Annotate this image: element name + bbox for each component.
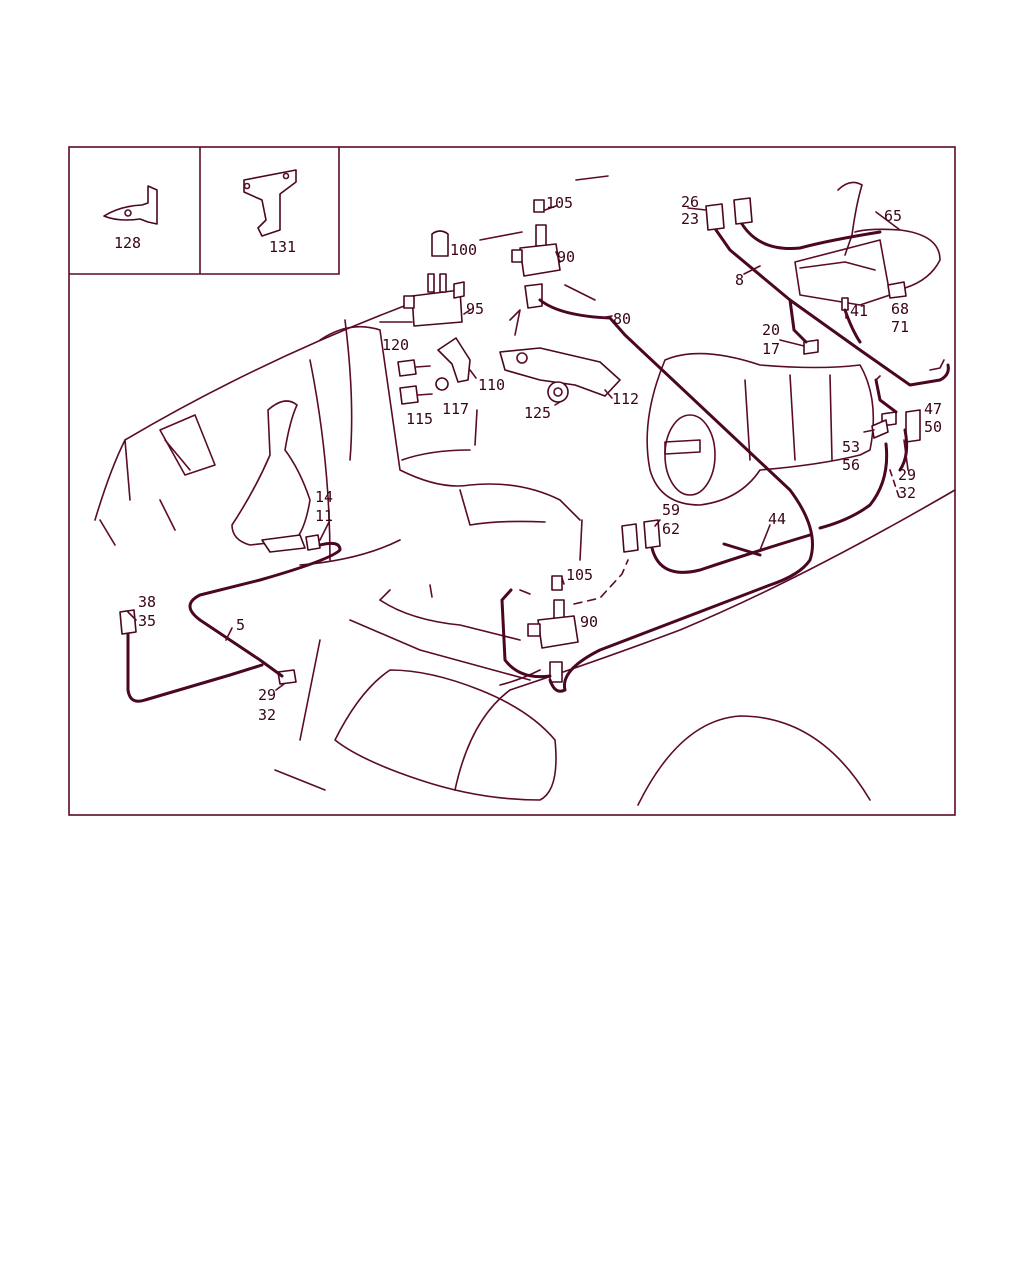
solenoid-valve-upper [511,199,561,309]
label-11: 11 [315,507,333,525]
gear-selector-housing [794,181,941,306]
label-105-lower: 105 [566,566,593,584]
diagram-frame [68,146,956,816]
label-14: 14 [315,488,333,506]
connector-41 [841,297,849,311]
part-labels: 128 131 105 100 90 95 26 23 65 8 80 120 … [114,193,942,724]
label-131: 131 [269,238,296,256]
label-62: 62 [662,520,680,538]
label-125: 125 [524,404,551,422]
leader-lines [127,175,909,691]
connector-29-32-left [277,669,297,685]
label-41: 41 [850,302,868,320]
connector-20-17 [803,339,819,355]
connector-26-23 [705,197,753,231]
wiring-harness [126,222,950,703]
transmission-assembly [646,352,875,506]
label-117: 117 [442,400,469,418]
label-80: 80 [613,310,631,328]
nut-125 [547,381,569,403]
bracket-110 [437,337,471,383]
label-65: 65 [884,207,902,225]
label-23: 23 [681,210,699,228]
label-44: 44 [768,510,786,528]
label-47: 47 [924,400,942,418]
label-120: 120 [382,336,409,354]
label-105-upper: 105 [546,194,573,212]
selector-lever-left [231,400,321,553]
valve-block-95 [403,273,465,327]
label-29-right: 29 [898,466,916,484]
bolt-120 [397,359,431,377]
connector-59-62 [621,519,661,553]
connector-38-35 [119,609,137,635]
label-32-left: 32 [258,706,276,724]
label-50: 50 [924,418,942,436]
label-5: 5 [236,616,245,634]
label-59: 59 [662,501,680,519]
label-35: 35 [138,612,156,630]
label-68: 68 [891,300,909,318]
label-115: 115 [406,410,433,428]
label-17: 17 [762,340,780,358]
label-90-upper: 90 [557,248,575,266]
label-53: 53 [842,438,860,456]
vehicle-body-outline [94,299,956,806]
label-20: 20 [762,321,780,339]
bracket-112 [499,347,621,397]
label-32-right: 32 [898,484,916,502]
label-38: 38 [138,593,156,611]
label-90-lower: 90 [580,613,598,631]
washer-117 [435,377,449,391]
label-95: 95 [466,300,484,318]
sensor-53-56 [871,419,889,439]
solenoid-valve-lower [527,575,579,683]
label-71: 71 [891,318,909,336]
pressure-switch-100 [431,230,449,257]
bracket-131-icon [243,169,297,237]
label-56: 56 [842,456,860,474]
bolt-115 [399,385,433,405]
label-8: 8 [735,271,744,289]
label-112: 112 [612,390,639,408]
label-29-left: 29 [258,686,276,704]
label-110: 110 [478,376,505,394]
label-26: 26 [681,193,699,211]
label-100: 100 [450,241,477,259]
bracket-128-icon [103,185,158,225]
label-128: 128 [114,234,141,252]
